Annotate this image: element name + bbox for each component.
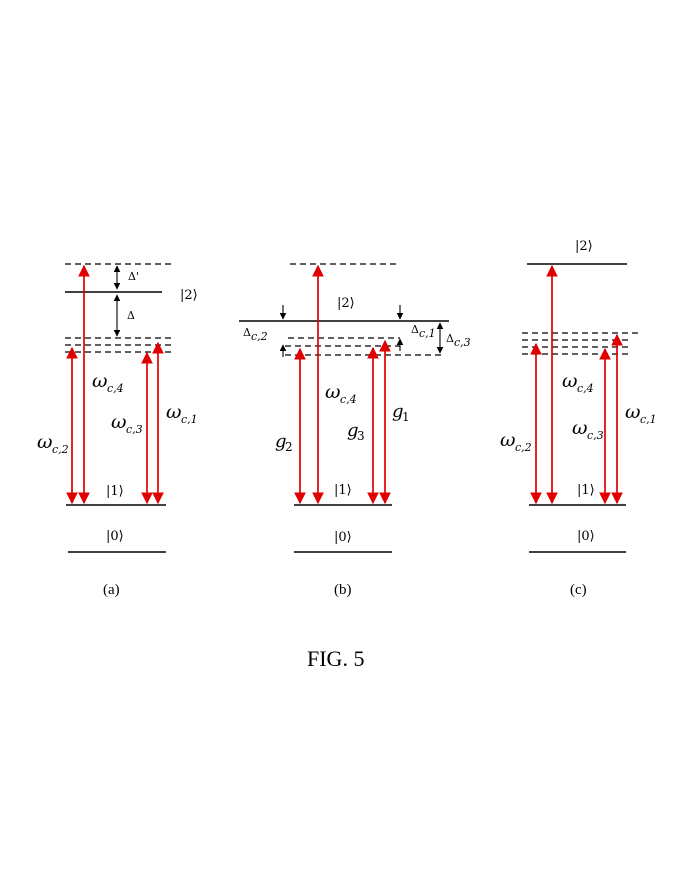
svg-text:g: g [347,420,359,441]
omega-c4-label: ω c,4 [562,370,594,395]
svg-text:c,4: c,4 [107,382,124,395]
panel-a: |0⟩ |1⟩ |2⟩ Δ' Δ ω c,2 ω c,4 ω c,3 [37,263,198,598]
svg-text:c,3: c,3 [126,423,143,436]
ket-2-label: |2⟩ [575,239,593,254]
delta-c1-label: Δ c,1 [411,323,436,340]
ket-0-label: |0⟩ [106,529,124,544]
svg-text:ω: ω [562,370,578,392]
svg-text:Δ: Δ [243,326,251,339]
omega-c4-label: ω c,4 [325,381,357,406]
delta-c2-label: Δ c,2 [243,326,268,343]
g2-label: g 2 [275,431,293,454]
ket-1-label: |1⟩ [577,483,595,498]
svg-text:ω: ω [625,401,641,423]
ket-1-label: |1⟩ [106,484,124,499]
svg-text:c,3: c,3 [454,336,471,349]
svg-text:Δ: Δ [446,332,454,345]
omega-c2-label: ω c,2 [500,429,532,454]
svg-text:c,1: c,1 [419,327,436,340]
svg-text:c,1: c,1 [640,413,657,426]
svg-text:ω: ω [92,370,108,392]
panel-a-label: (a) [103,582,120,598]
omega-c2-label: ω c,2 [37,431,69,456]
svg-text:ω: ω [572,417,588,439]
svg-text:ω: ω [111,411,127,433]
svg-text:ω: ω [500,429,516,451]
delta-label: Δ [127,309,135,322]
omega-c3-label: ω c,3 [572,417,604,442]
delta-c3-label: Δ c,3 [446,332,471,349]
svg-text:c,1: c,1 [181,413,198,426]
ket-0-label: |0⟩ [577,529,595,544]
g1-label: g 1 [392,401,410,424]
ket-1-label: |1⟩ [334,483,352,498]
svg-text:c,2: c,2 [52,443,69,456]
panel-b: |0⟩ |1⟩ |2⟩ Δ c,2 Δ c,1 Δ c,3 [239,263,471,598]
delta-prime-label: Δ' [128,270,139,283]
ket-0-label: |0⟩ [334,530,352,545]
svg-text:Δ: Δ [411,323,419,336]
svg-text:ω: ω [37,431,53,453]
svg-text:c,2: c,2 [251,330,268,343]
svg-text:3: 3 [357,429,365,443]
omega-c4-label: ω c,4 [92,370,124,395]
svg-text:c,3: c,3 [587,429,604,442]
svg-text:ω: ω [325,381,341,403]
omega-c1-label: ω c,1 [625,401,657,426]
svg-text:2: 2 [285,440,293,454]
omega-c3-label: ω c,3 [111,411,143,436]
svg-text:c,4: c,4 [340,393,357,406]
ket-2-label: |2⟩ [337,296,355,311]
figure-caption: FIG. 5 [307,646,364,671]
svg-text:ω: ω [166,401,182,423]
svg-text:c,2: c,2 [515,441,532,454]
omega-c1-label: ω c,1 [166,401,198,426]
svg-text:g: g [275,431,287,452]
svg-text:1: 1 [402,410,410,424]
panel-c-label: (c) [570,582,587,598]
g3-label: g 3 [347,420,365,443]
svg-text:c,4: c,4 [577,382,594,395]
panel-c: |0⟩ |1⟩ |2⟩ ω c,2 ω c,4 ω c,3 ω c,1 (c) [500,239,657,598]
svg-text:g: g [392,401,404,422]
panel-b-label: (b) [334,582,352,598]
ket-2-label: |2⟩ [180,288,198,303]
